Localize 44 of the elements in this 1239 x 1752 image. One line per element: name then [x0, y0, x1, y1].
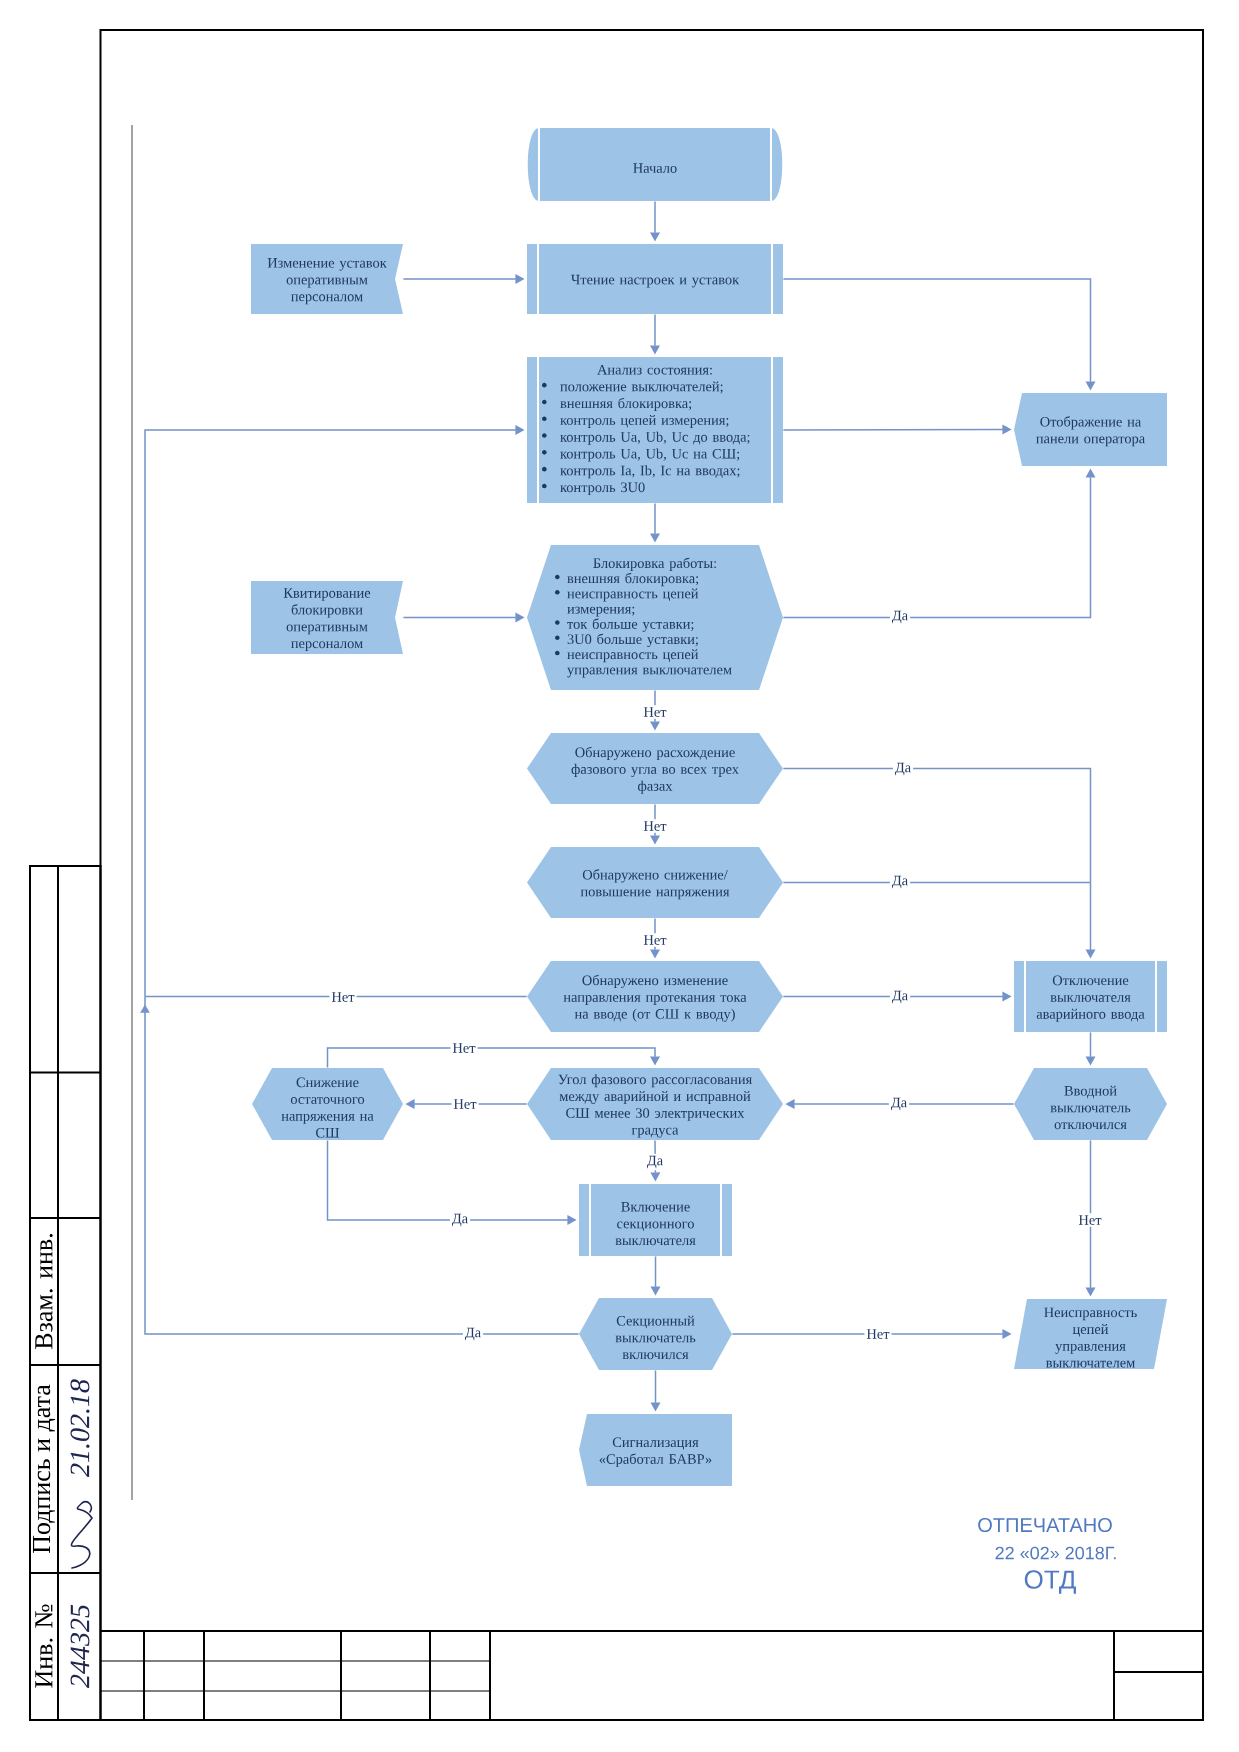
edge-label: Да [888, 1095, 910, 1113]
decision-hexagon: Вводной выключатель отключился [1014, 1068, 1167, 1140]
process-box: Чтение настроек и уставок [527, 243, 783, 315]
decision-hexagon: Обнаружено расхождение фазового угла во всех трех фазах [527, 733, 783, 804]
decision-hexagon: Угол фазового рассогласования между аварийной и исправной СШ менее 30 электрических градуса [527, 1068, 783, 1140]
decision-hexagon: Снижение остаточного напряжения на СШ [252, 1068, 403, 1140]
edge-label: Нет [641, 933, 669, 947]
edge-label: Нет [451, 1097, 479, 1111]
data-parallelogram: Неисправность цепей управления выключателем [1014, 1299, 1167, 1369]
edge-label: Нет [1076, 1213, 1104, 1227]
display-box: Отображение на панели оператора [1014, 393, 1167, 466]
decision-hexagon: Обнаружено изменение направления протекания тока на вводе (от СШ к вводу) [527, 961, 783, 1032]
edge-label: Да [889, 988, 911, 1006]
field-label: Взам. инв. [35, 1234, 53, 1349]
edge-label: Да [889, 608, 911, 626]
stamp-text: ОТПЕЧАТАНО [978, 1517, 1112, 1533]
edge-label: Да [892, 760, 914, 778]
display-box: Сигнализация «Сработал БАВР» [579, 1414, 732, 1486]
process-box: Включение секционного выключателя [579, 1183, 732, 1257]
edge-label: Нет [450, 1041, 478, 1055]
field-label: Инв. № [35, 1604, 53, 1688]
edge-label: Да [644, 1153, 666, 1171]
process-box: Отключение выключателя аварийного ввода [1014, 960, 1167, 1033]
terminator-box: Начало [527, 127, 783, 202]
edge-label: Нет [641, 705, 669, 719]
edge-label: Нет [864, 1327, 892, 1341]
stamp-text: 22 «02» 2018Г. [995, 1546, 1116, 1560]
decision-hexagon: Обнаружено снижение/ повышение напряжения [527, 847, 783, 918]
decision-hexagon: Секционный выключатель включился [579, 1298, 732, 1370]
handwritten-number: 244325 [70, 1604, 90, 1688]
edge-label: Нет [329, 990, 357, 1004]
process-box: Анализ состояния: положение выключателей; внешняя блокировка; контроль цепей измерения; контроль Ua, Ub, Uc до ввода; контроль Ua, Ub, Uc на СШ; контроль Ia, Ib, Ic на вводах; контроль 3U0 [527, 356, 783, 504]
handwritten-date: 21.02.18 [70, 1379, 90, 1477]
notched-box: Квитирование блокировки оперативным персоналом [251, 581, 403, 654]
notched-box: Изменение уставок оперативным персоналом [251, 244, 403, 314]
field-label: Подпись и дата [32, 1384, 55, 1554]
edge-label: Да [889, 873, 911, 891]
stamp-text: ОТД [1024, 1570, 1076, 1594]
edge-label: Нет [641, 819, 669, 833]
flow-arrow [140, 995, 580, 1335]
edge-label: Да [449, 1211, 471, 1229]
flow-arrow [326, 1047, 660, 1069]
decision-hexagon: Блокировка работы: внешняя блокировка; неисправность цепей измерения; ток больше уставки; 3U0 больше уставки; неисправность цепей управления выключателем [527, 545, 783, 690]
edge-label: Да [462, 1325, 484, 1343]
